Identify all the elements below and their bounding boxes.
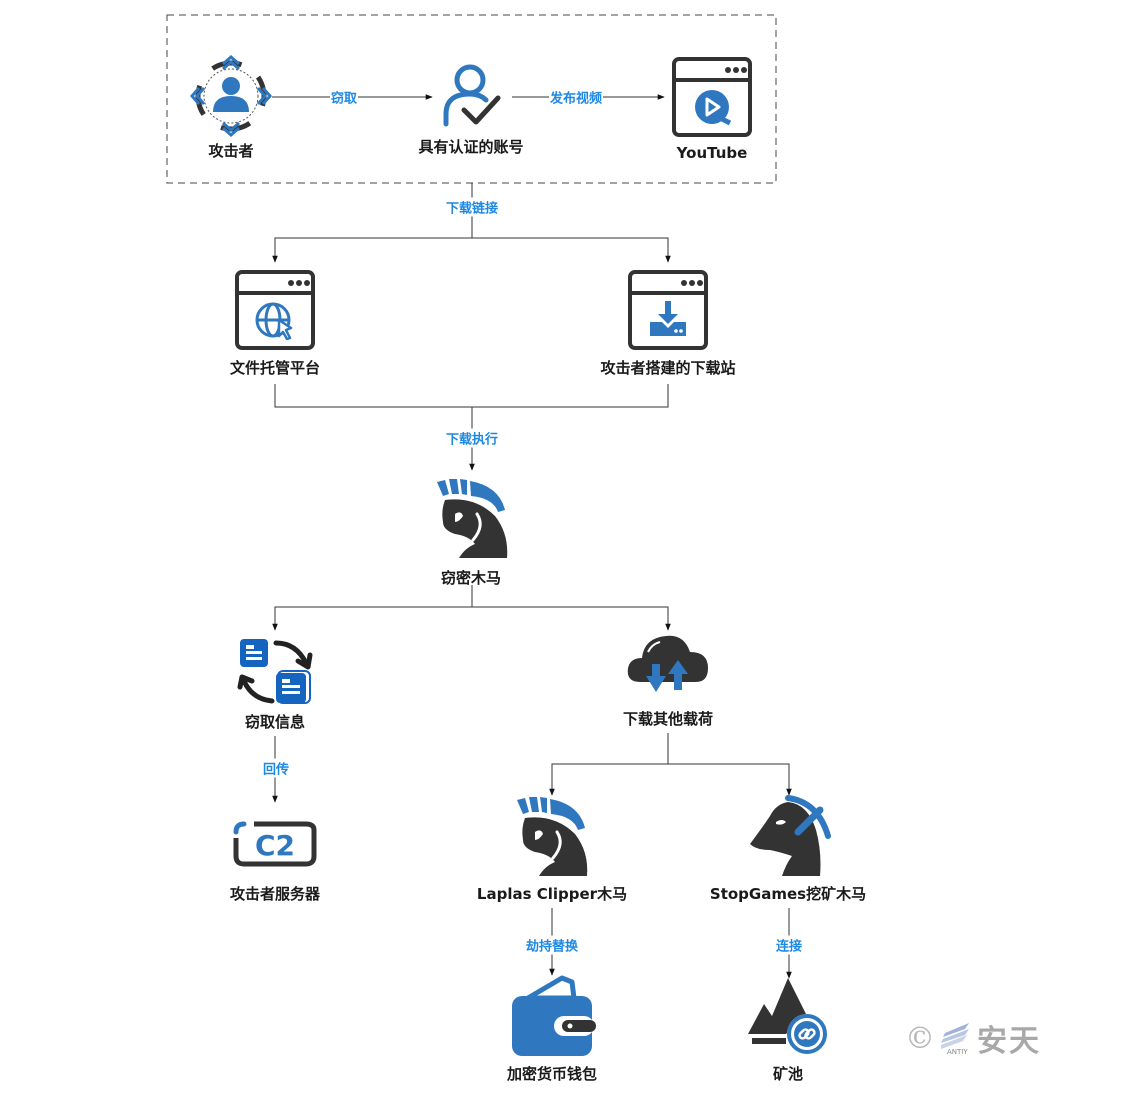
edge-to-laplas	[549, 763, 668, 796]
node-laplas-clipper: Laplas Clipper木马	[476, 885, 628, 903]
edge-label-connect: 连接	[774, 935, 804, 955]
edge-label-upload: 回传	[261, 758, 291, 778]
edge-to-steal-info	[272, 606, 472, 631]
attacker-icon	[190, 55, 272, 137]
youtube-browser-icon	[672, 57, 752, 137]
download-site-icon	[628, 270, 708, 350]
node-crypto-wallet: 加密货币钱包	[506, 1065, 598, 1083]
edge-label-publish: 发布视频	[548, 87, 604, 107]
copyright-icon: ©	[905, 1020, 935, 1056]
node-download-site: 攻击者搭建的下载站	[600, 359, 736, 377]
edge-label-steal: 窃取	[329, 87, 359, 107]
c2-server-icon: C2	[233, 821, 317, 867]
laplas-clipper-icon	[517, 797, 588, 876]
stopgames-miner-icon	[750, 795, 831, 876]
antiy-logo-icon	[941, 1023, 969, 1049]
node-youtube: YouTube	[676, 144, 748, 162]
node-attacker: 攻击者	[208, 142, 254, 160]
cloud-transfer-icon	[627, 635, 708, 692]
svg-text:C2: C2	[255, 829, 295, 862]
edge-to-download-site	[472, 237, 671, 263]
node-c2-server: 攻击者服务器	[229, 885, 321, 903]
verified-account-icon	[443, 64, 501, 127]
edge-label-hijack: 劫持替换	[524, 935, 580, 955]
edge-to-download-payload	[472, 606, 671, 631]
edge-label-download-link: 下载链接	[444, 197, 500, 217]
antiy-brand-en: ANTIY	[947, 1048, 968, 1056]
antiy-brand-text: 安天	[977, 1024, 1041, 1059]
crypto-wallet-icon	[512, 975, 596, 1056]
file-hosting-icon	[235, 270, 315, 350]
node-stopgames-miner: StopGames挖矿木马	[709, 885, 867, 903]
mining-pool-icon	[748, 978, 827, 1054]
edge-to-stopgames	[668, 763, 792, 796]
watermark: © 安天 ANTIY	[905, 1016, 1041, 1060]
node-file-hosting: 文件托管平台	[229, 359, 321, 377]
edge-to-file-host	[272, 237, 472, 263]
node-steal-info: 窃取信息	[244, 713, 306, 731]
node-verified-account: 具有认证的账号	[418, 138, 524, 156]
stealer-trojan-icon	[437, 479, 508, 558]
edge-merge	[274, 384, 669, 408]
node-mining-pool: 矿池	[772, 1065, 804, 1083]
node-stealer-trojan: 窃密木马	[440, 569, 502, 587]
node-download-payload: 下载其他载荷	[622, 710, 714, 728]
steal-info-icon	[237, 639, 313, 704]
edge-label-download-exec: 下载执行	[444, 428, 500, 448]
